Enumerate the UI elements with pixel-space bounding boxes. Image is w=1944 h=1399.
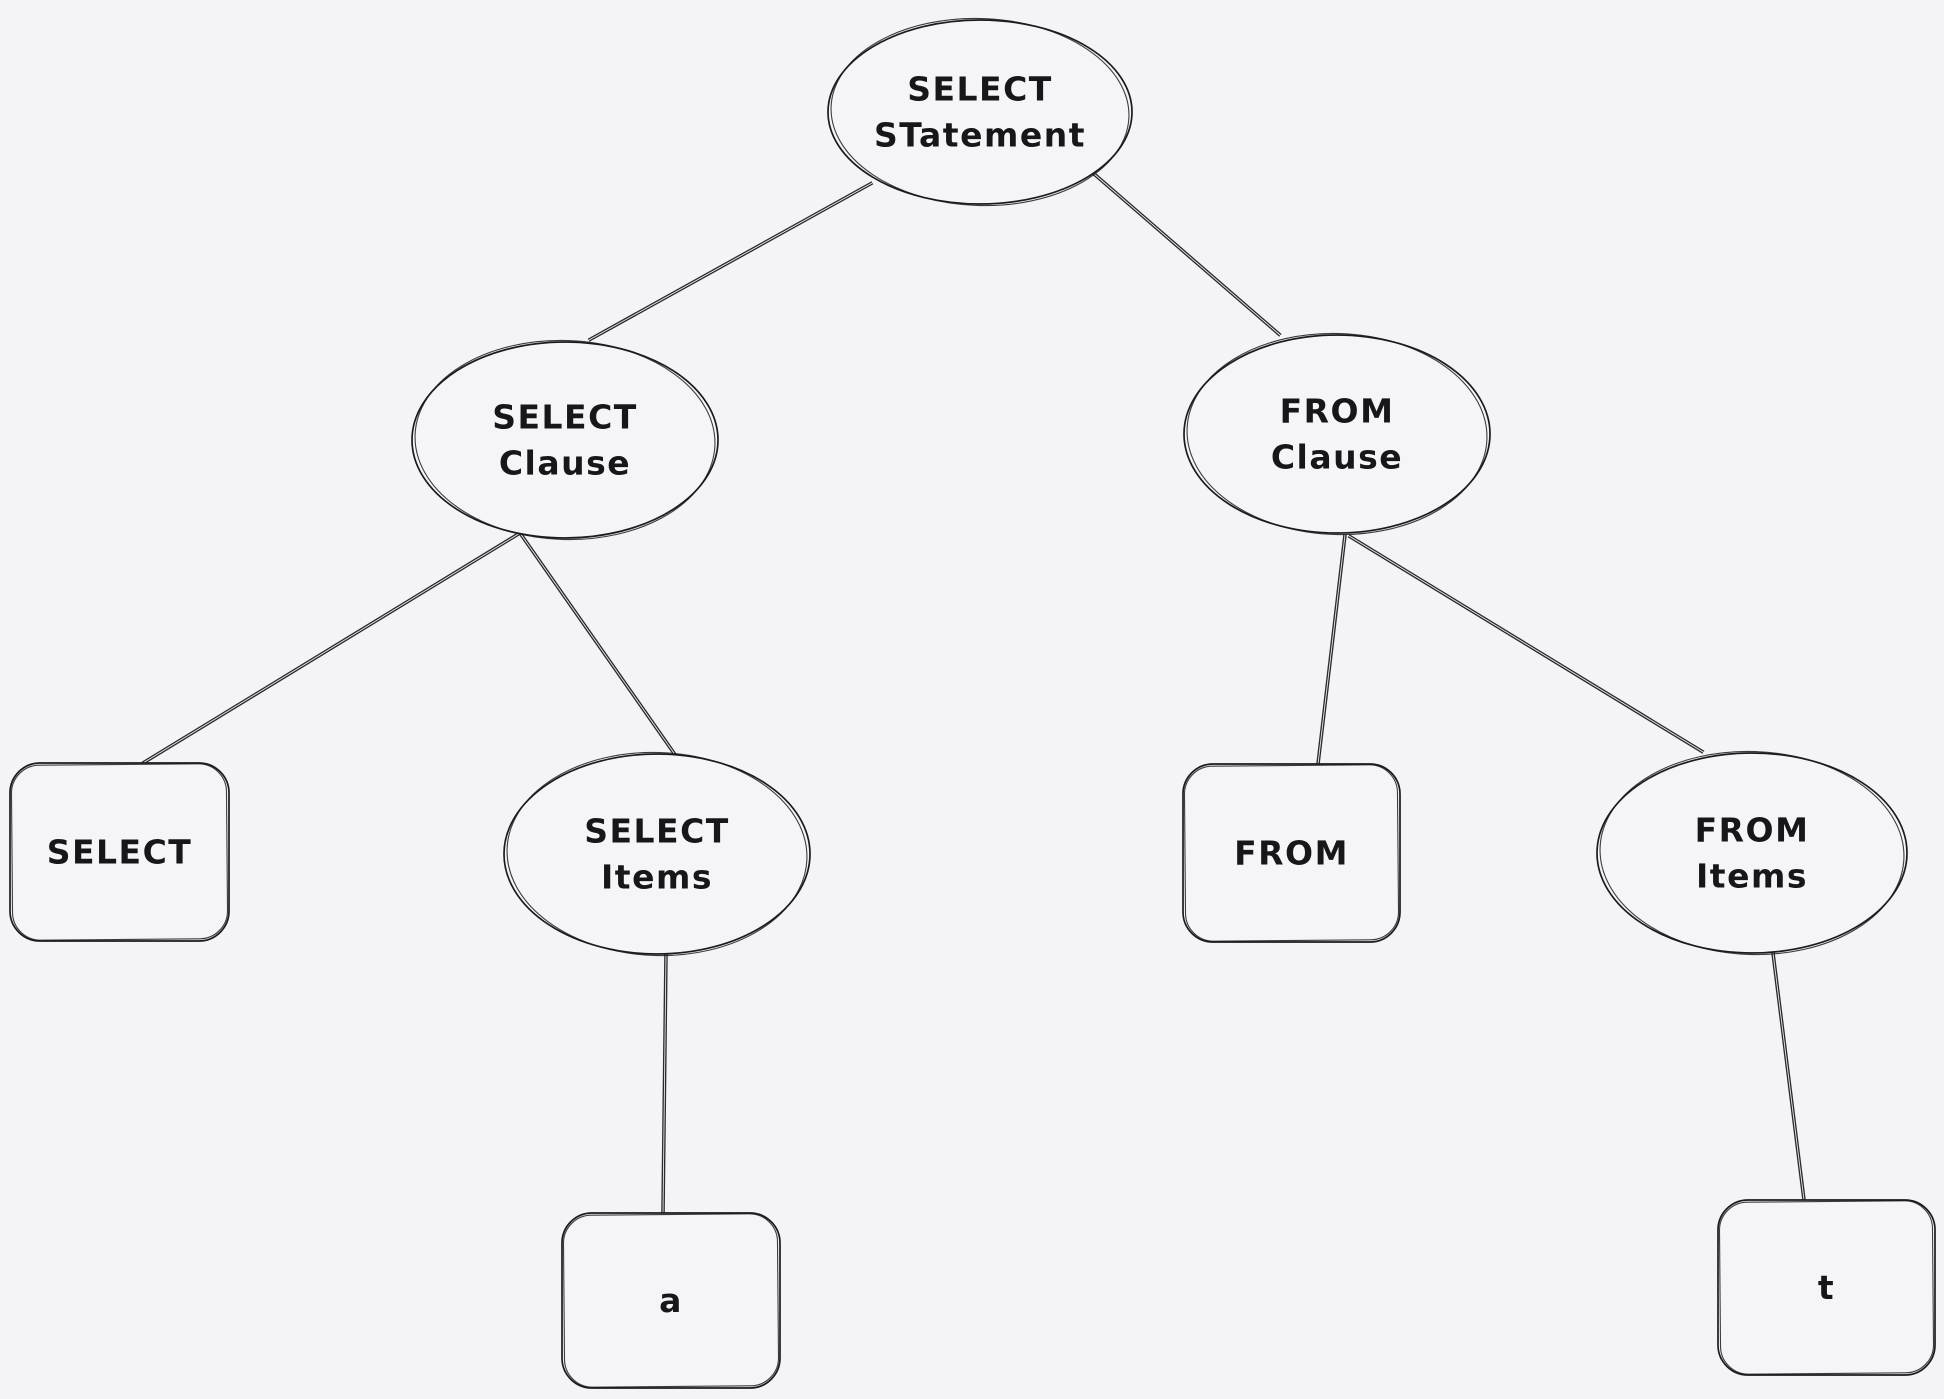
edge-statement-to-select-clause <box>587 181 874 342</box>
edge-statement-to-from-clause <box>1091 171 1282 337</box>
node-select-items: SELECT Items <box>503 751 811 957</box>
node-label-select-clause-line2: Clause <box>499 444 631 483</box>
node-label-item-t-line1: t <box>1818 1268 1835 1307</box>
node-label-from-items-line2: Items <box>1696 857 1808 896</box>
node-label-select-keyword-line1: SELECT <box>47 833 193 872</box>
node-from-items: FROM Items <box>1596 750 1908 956</box>
node-label-select-clause-line1: SELECT <box>492 398 638 437</box>
node-from-clause: FROM Clause <box>1183 332 1491 536</box>
edge-from-clause-to-items <box>1347 534 1705 754</box>
node-select-clause: SELECT Clause <box>411 339 719 541</box>
node-select-keyword: SELECT <box>9 762 230 942</box>
node-label-select-items-line2: Items <box>601 858 713 897</box>
node-label-from-clause-line1: FROM <box>1280 392 1395 431</box>
edge-select-clause-to-items <box>518 531 678 758</box>
node-item-a: a <box>561 1212 781 1389</box>
node-label-select-statement-line2: STatement <box>874 116 1086 155</box>
node-from-keyword: FROM <box>1182 763 1401 943</box>
node-label-select-items-line1: SELECT <box>584 812 730 851</box>
edge-select-items-to-a <box>661 952 668 1214</box>
node-label-from-keyword-line1: FROM <box>1234 834 1349 873</box>
edge-select-clause-to-keyword <box>141 531 522 765</box>
node-label-select-statement-line1: SELECT <box>907 70 1053 109</box>
node-label-item-a-line1: a <box>659 1281 683 1320</box>
edge-from-items-to-t <box>1771 952 1806 1201</box>
node-select-statement: SELECT STatement <box>827 17 1133 207</box>
node-label-from-clause-line2: Clause <box>1271 438 1403 477</box>
node-label-from-items-line1: FROM <box>1695 811 1810 850</box>
edge-from-clause-to-keyword <box>1316 534 1347 765</box>
node-item-t: t <box>1717 1199 1936 1376</box>
